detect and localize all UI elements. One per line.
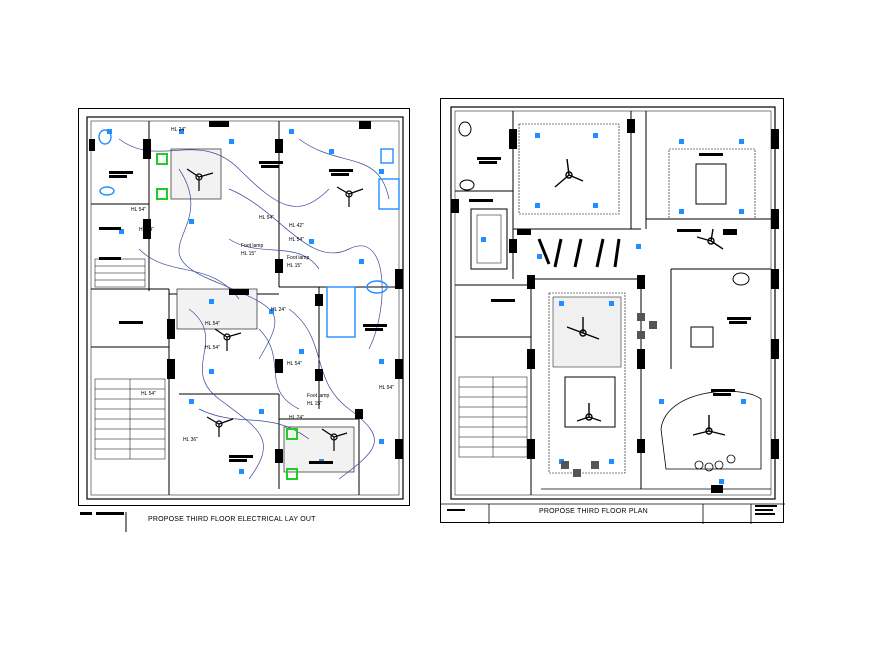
height-label: HL 54" bbox=[205, 321, 220, 327]
foot-lamp-label: Foot lamp bbox=[241, 243, 264, 249]
ceiling-fan-icon bbox=[186, 168, 364, 451]
foot-lamp-label: Foot lamp bbox=[307, 393, 330, 399]
height-label: HL 54" bbox=[259, 215, 274, 221]
floor-plan: PROPOSE THIRD FLOOR PLAN bbox=[440, 98, 785, 524]
electrical-layout-caption: PROPOSE THIRD FLOOR ELECTRICAL LAY OUT bbox=[148, 516, 316, 523]
height-label: HL 15" bbox=[241, 251, 256, 257]
height-label: HL 54" bbox=[141, 391, 156, 397]
height-label: HL 54" bbox=[131, 207, 146, 213]
floor-plan-drawing bbox=[441, 106, 785, 524]
height-label: HL 24" bbox=[271, 307, 286, 313]
height-label: HL 54" bbox=[289, 237, 304, 243]
height-label: HL 15" bbox=[287, 263, 302, 269]
height-label: HL 24" bbox=[139, 227, 154, 233]
floor-plan-caption: PROPOSE THIRD FLOOR PLAN bbox=[539, 508, 648, 515]
electrical-layout-drawing bbox=[86, 116, 404, 500]
height-label: HL 54" bbox=[205, 345, 220, 351]
height-label: HL 15" bbox=[307, 401, 322, 407]
height-label: HL 24" bbox=[289, 415, 304, 421]
height-label: HL 42" bbox=[289, 223, 304, 229]
foot-lamp-label: Foot lamp bbox=[287, 255, 310, 261]
electrical-layout-plan: HL 24" HL 54" HL 24" HL 54" HL 42" HL 54… bbox=[78, 108, 410, 506]
height-label: HL 24" bbox=[171, 127, 186, 133]
height-label: HL 54" bbox=[379, 385, 394, 391]
ceiling-fan-icon bbox=[554, 158, 726, 436]
height-label: HL 36" bbox=[183, 437, 198, 443]
height-label: HL 54" bbox=[287, 361, 302, 367]
